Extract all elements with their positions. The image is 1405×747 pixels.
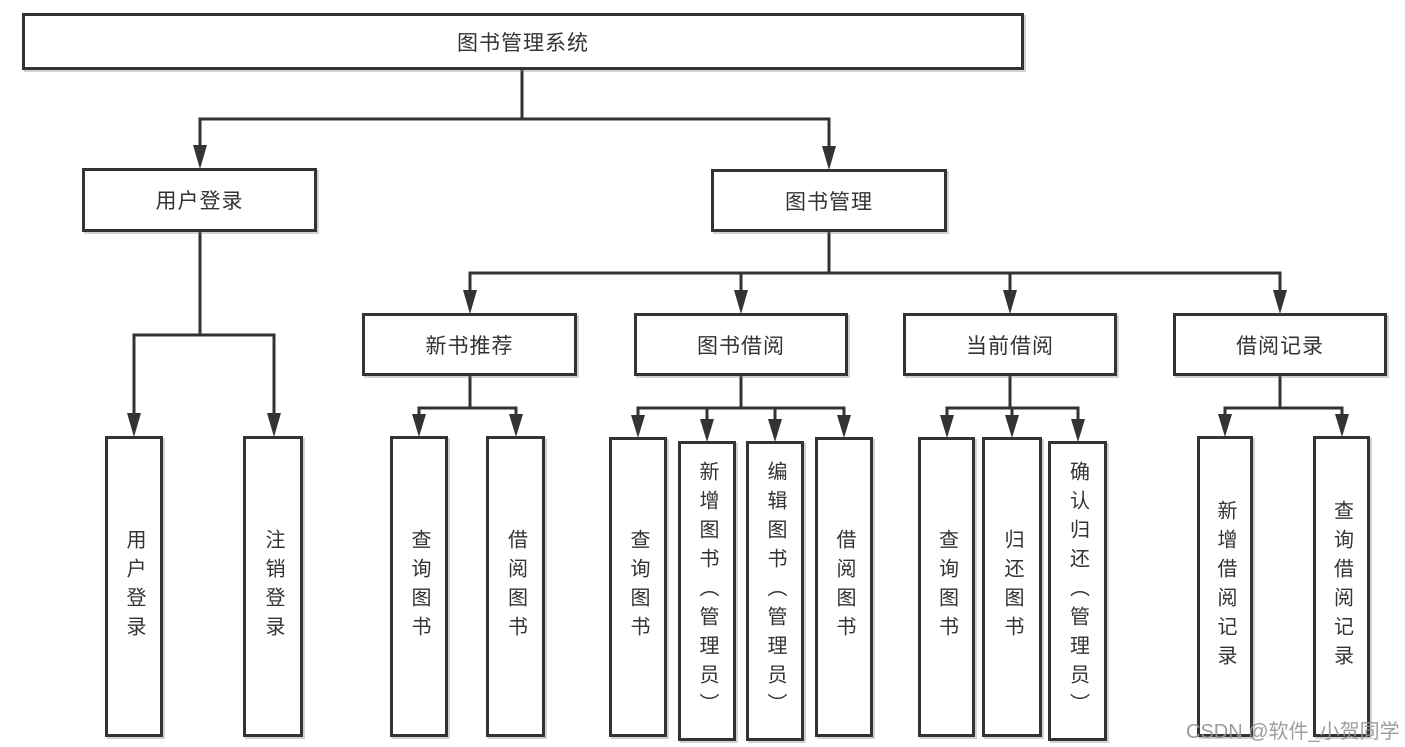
node-book-management-label: 图书管理 — [785, 190, 873, 214]
leaf-query-borrow-record: 查询借阅记录 — [1313, 436, 1370, 737]
leaf-logout-label: 注销登录 — [262, 528, 284, 645]
leaf-query-books-borrow-label: 查询图书 — [627, 529, 649, 645]
leaf-query-books-recommend-label: 查询图书 — [408, 528, 430, 645]
leaf-borrow-books: 借阅图书 — [815, 437, 873, 737]
leaf-return-books-label: 归还图书 — [1001, 529, 1023, 645]
watermark: CSDN @软件_小贺同学 — [1186, 721, 1400, 743]
node-user-login: 用户登录 — [82, 168, 317, 232]
leaf-user-login-label: 用户登录 — [123, 528, 145, 645]
leaf-query-books-current: 查询图书 — [918, 437, 975, 737]
leaf-borrow-books-label: 借阅图书 — [833, 529, 855, 645]
leaf-borrow-books-recommend-label: 借阅图书 — [504, 528, 527, 645]
leaf-return-books: 归还图书 — [982, 437, 1042, 737]
leaf-add-books-admin-label: 新增图书（管理员） — [696, 460, 718, 722]
node-root-label: 图书管理系统 — [457, 31, 589, 55]
node-new-book-recommend-label: 新书推荐 — [425, 334, 514, 358]
node-borrow-records-label: 借阅记录 — [1236, 334, 1324, 358]
leaf-add-borrow-record-label: 新增借阅记录 — [1214, 499, 1236, 674]
node-root: 图书管理系统 — [22, 13, 1024, 70]
node-book-management: 图书管理 — [711, 169, 947, 232]
node-user-login-label: 用户登录 — [155, 190, 244, 213]
leaf-add-borrow-record: 新增借阅记录 — [1197, 436, 1253, 737]
leaf-add-books-admin: 新增图书（管理员） — [678, 441, 736, 741]
leaf-user-login: 用户登录 — [105, 436, 163, 737]
node-new-book-recommend: 新书推荐 — [362, 313, 577, 376]
node-current-borrow-label: 当前借阅 — [966, 334, 1054, 358]
leaf-borrow-books-recommend: 借阅图书 — [486, 436, 545, 737]
leaf-confirm-return-admin-label: 确认归还（管理员） — [1066, 460, 1089, 722]
leaf-query-books-recommend: 查询图书 — [390, 436, 448, 737]
leaf-edit-books-admin-label: 编辑图书（管理员） — [764, 460, 786, 722]
leaf-logout: 注销登录 — [243, 436, 303, 737]
node-borrow-records: 借阅记录 — [1173, 313, 1387, 376]
node-book-borrow: 图书借阅 — [634, 313, 848, 376]
leaf-query-borrow-record-label: 查询借阅记录 — [1330, 499, 1353, 674]
leaf-confirm-return-admin: 确认归还（管理员） — [1048, 441, 1107, 741]
node-current-borrow: 当前借阅 — [903, 313, 1117, 376]
leaf-query-books-borrow: 查询图书 — [609, 437, 667, 737]
leaf-query-books-current-label: 查询图书 — [935, 529, 958, 645]
node-book-borrow-label: 图书借阅 — [697, 334, 785, 358]
leaf-edit-books-admin: 编辑图书（管理员） — [746, 441, 804, 741]
